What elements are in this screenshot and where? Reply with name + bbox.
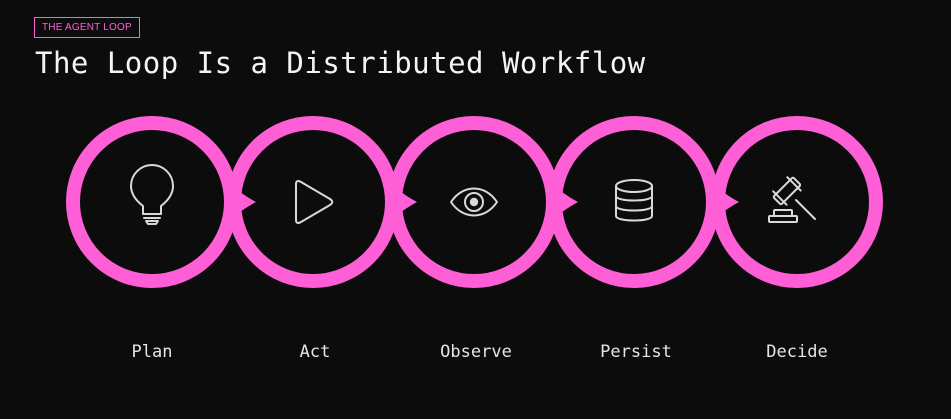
step-label-act: Act [299,342,331,362]
lightbulb-icon [130,164,174,225]
step-label-observe: Observe [440,342,512,362]
slide-title: The Loop Is a Distributed Workflow [35,46,646,80]
step-decide [711,116,883,288]
step-ring [227,116,399,288]
eye-icon [450,187,498,217]
step-observe [388,116,560,288]
step-label-persist: Persist [600,342,672,362]
arrow-observe-persist [550,180,578,224]
play-icon [295,179,334,225]
arrow-act-observe [389,180,417,224]
step-ring [66,116,238,288]
step-act [227,116,399,288]
step-ring [548,116,720,288]
connector-arrows [228,180,739,224]
step-label-decide: Decide [766,342,828,362]
arrow-plan-act [228,180,256,224]
step-persist [548,116,720,288]
step-plan [66,116,238,288]
arrow-persist-decide [711,180,739,224]
database-icon [615,179,653,222]
section-tag: THE AGENT LOOP [34,17,140,38]
step-label-plan: Plan [131,342,173,362]
gavel-icon [768,176,816,223]
